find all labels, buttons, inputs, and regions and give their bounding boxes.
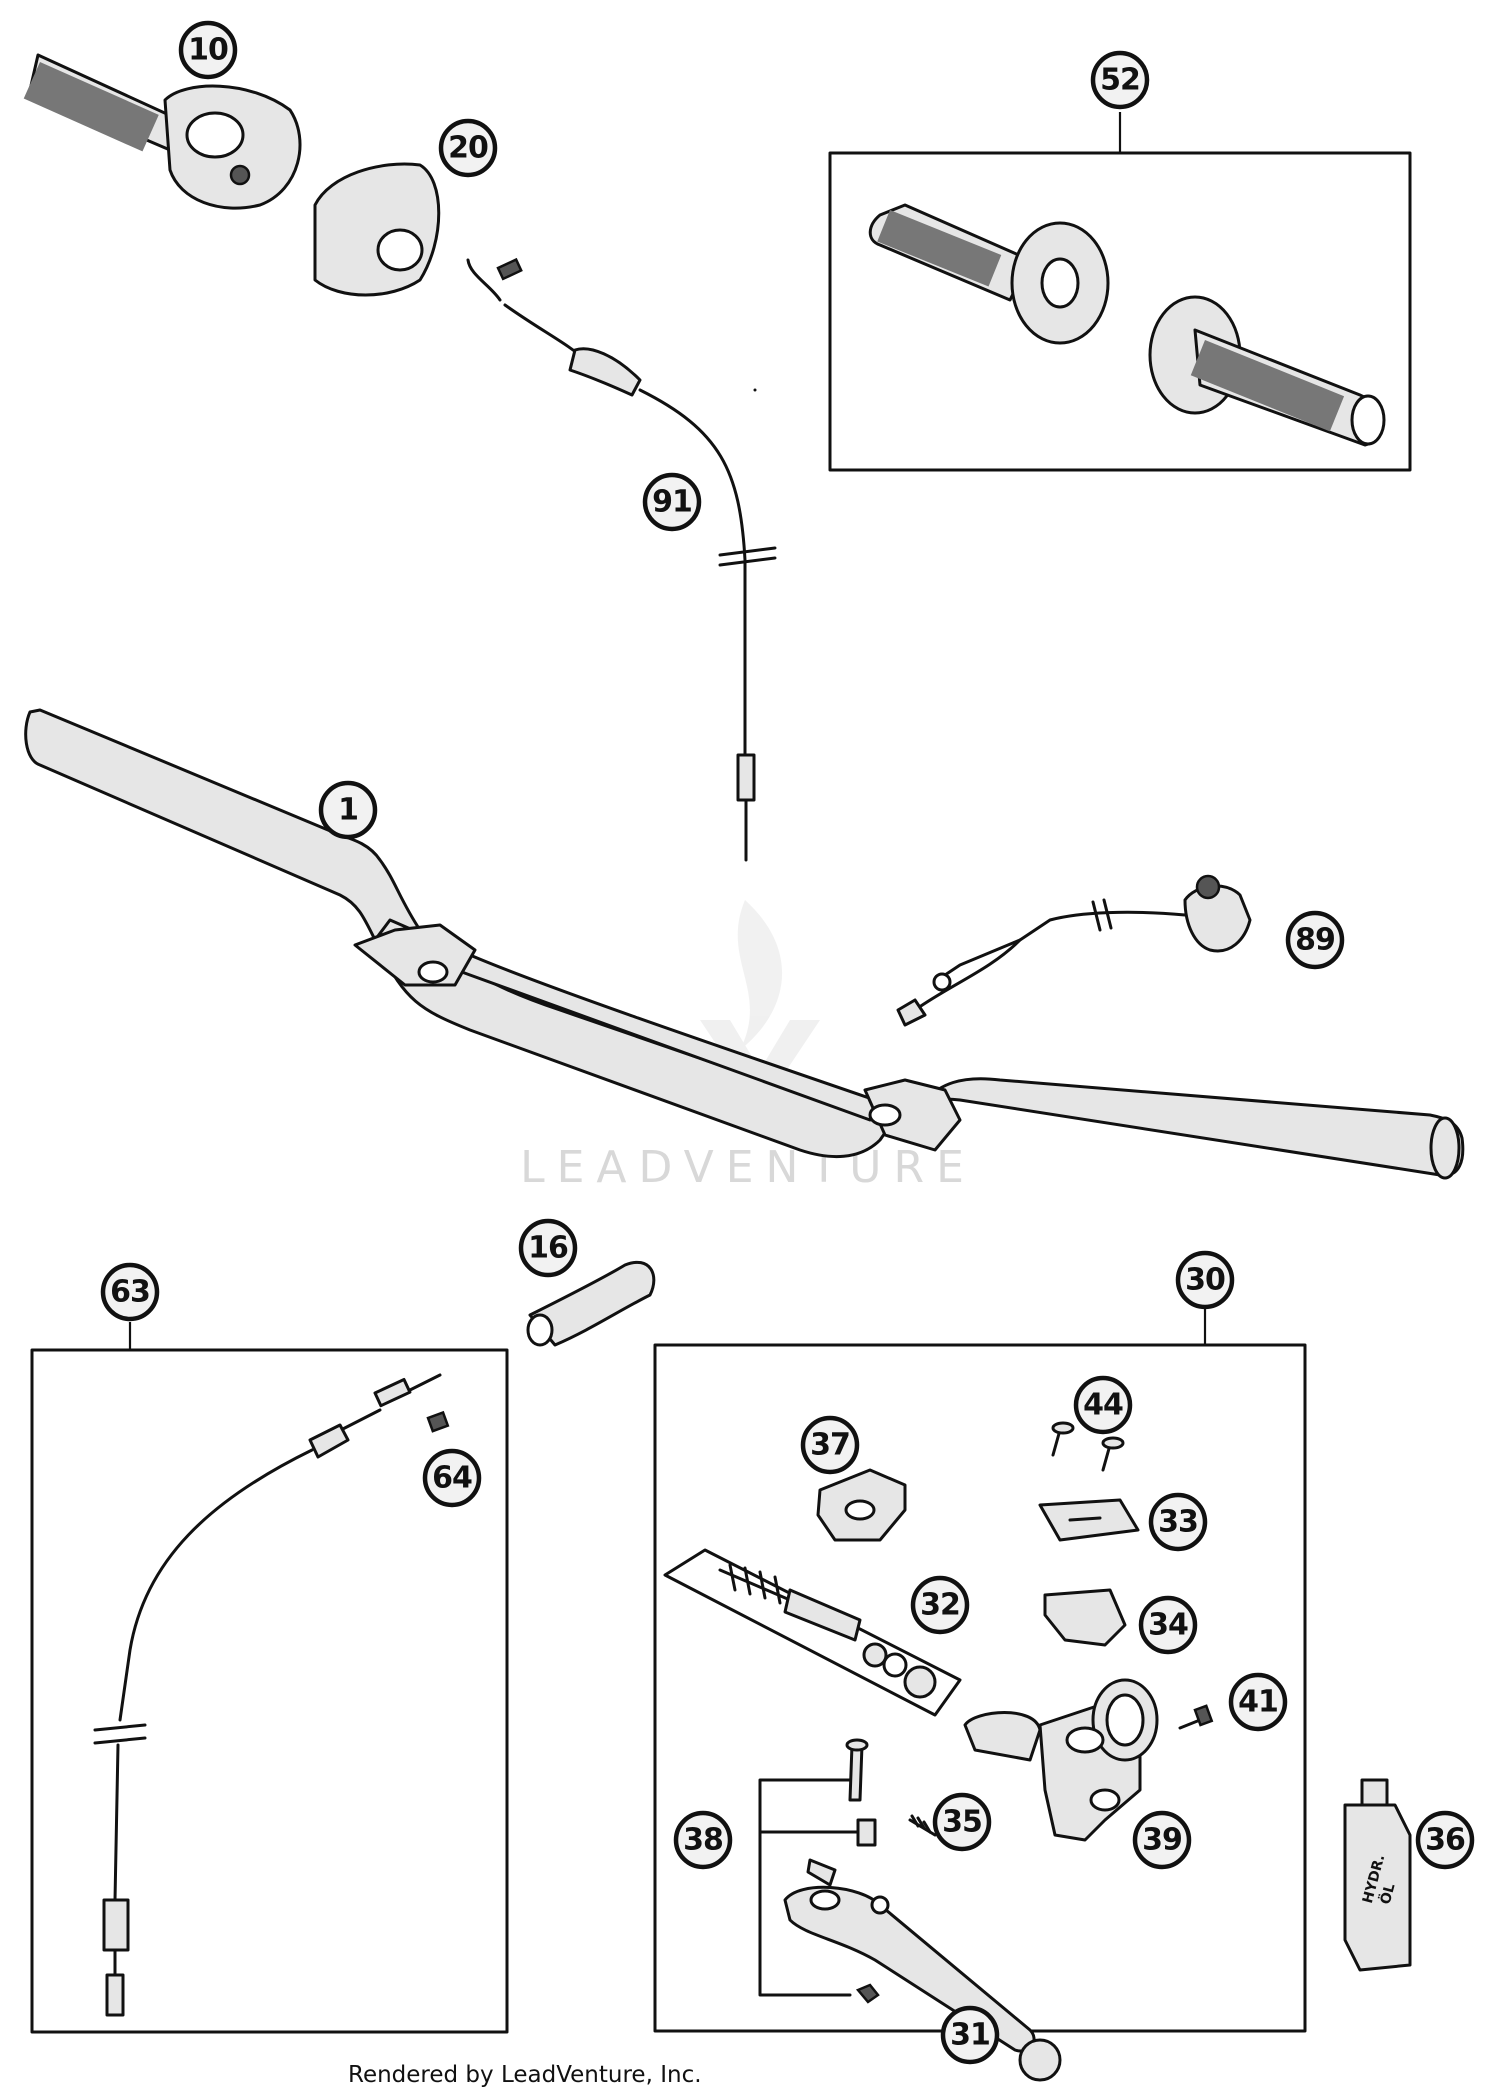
callout-label: 1 <box>338 793 358 828</box>
callout-1: 1 <box>318 780 378 840</box>
callout-label: 31 <box>950 2018 990 2053</box>
hand-brake-box <box>653 1307 1307 2082</box>
oil-bottle-label-line2: ÖL <box>1376 1881 1399 1906</box>
callout-label: 64 <box>432 1461 472 1496</box>
callout-label: 35 <box>942 1805 982 1840</box>
clutch-cable-box <box>30 1322 509 2034</box>
bar-end-plug <box>526 1260 656 1347</box>
callout-label: 52 <box>1100 63 1140 98</box>
callout-35: 35 <box>932 1792 992 1852</box>
callout-16: 16 <box>518 1218 578 1278</box>
callout-label: 30 <box>1185 1263 1225 1298</box>
callout-label: 39 <box>1142 1823 1182 1858</box>
callout-44: 44 <box>1073 1375 1133 1435</box>
callout-label: 91 <box>652 485 692 520</box>
callout-label: 89 <box>1295 923 1335 958</box>
callout-33: 33 <box>1148 1492 1208 1552</box>
watermark-text: LEADVENTURE <box>520 1142 976 1193</box>
callout-36: 36 <box>1415 1810 1475 1870</box>
callout-63: 63 <box>100 1262 160 1322</box>
callout-label: 37 <box>810 1428 850 1463</box>
callout-label: 41 <box>1238 1685 1278 1720</box>
grip-set-box <box>828 112 1412 472</box>
callout-39: 39 <box>1132 1810 1192 1870</box>
callout-91: 91 <box>642 472 702 532</box>
callout-30: 30 <box>1175 1250 1235 1310</box>
watermark-logo <box>700 900 820 1110</box>
handlebar <box>24 708 1465 1180</box>
callout-label: 44 <box>1083 1388 1123 1423</box>
callout-label: 10 <box>188 33 228 68</box>
callout-41: 41 <box>1228 1672 1288 1732</box>
callout-label: 33 <box>1158 1505 1198 1540</box>
callout-52: 52 <box>1090 50 1150 110</box>
kill-switch <box>896 874 1252 1027</box>
hydraulic-oil-bottle: HYDR. ÖL <box>1343 1778 1412 1972</box>
callout-89: 89 <box>1285 910 1345 970</box>
footer-credit: Rendered by LeadVenture, Inc. <box>348 2062 702 2088</box>
callout-label: 16 <box>528 1231 568 1266</box>
callout-label: 63 <box>110 1275 150 1310</box>
throttle-grip-assembly <box>23 53 302 210</box>
callout-label: 34 <box>1148 1608 1188 1643</box>
throttle-cover <box>313 162 441 297</box>
callout-10: 10 <box>178 20 238 80</box>
callout-label: 20 <box>448 131 488 166</box>
callout-37: 37 <box>800 1415 860 1475</box>
callout-32: 32 <box>910 1575 970 1635</box>
callout-20: 20 <box>438 118 498 178</box>
callout-64: 64 <box>422 1448 482 1508</box>
throttle-cable <box>466 257 777 862</box>
callout-label: 38 <box>683 1823 723 1858</box>
callout-label: 36 <box>1425 1823 1465 1858</box>
callout-label: 32 <box>920 1588 960 1623</box>
callout-34: 34 <box>1138 1595 1198 1655</box>
callout-38: 38 <box>673 1810 733 1870</box>
callout-31: 31 <box>940 2005 1000 2065</box>
